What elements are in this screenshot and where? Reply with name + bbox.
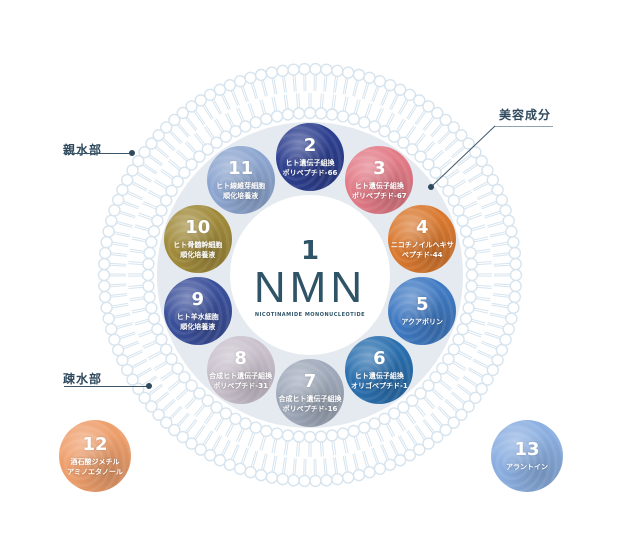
ingredient-text: 3 ヒト遺伝子組換ポリペプチド-67 [352, 157, 407, 201]
ingredient-name-line1: 酒石酸ジメチル [70, 458, 120, 466]
leader-line-beauty-h [495, 126, 553, 127]
ingredient-text: 5 アクアポリン [401, 295, 443, 327]
ingredient-text: 12 酒石酸ジメチルアミノエタノール [67, 435, 123, 477]
ingredient-name-line2: ポリペプチド-16 [282, 405, 338, 413]
ingredient-number: 5 [415, 294, 429, 316]
ingredient-text: 10 ヒト骨髄幹細胞順化培養液 [173, 216, 223, 260]
leader-dot-hydrophilic [129, 150, 135, 156]
center-title: NMN [253, 262, 367, 312]
ingredient-text: 2 ヒト遺伝子組換ポリペプチド-66 [283, 136, 338, 178]
center-subtitle: NICOTINAMIDE MONONUCLEOTIDE [254, 311, 366, 318]
center-nmn-disc: 1 NMN NICOTINAMIDE MONONUCLEOTIDE [230, 195, 390, 355]
ingredient-number: 12 [82, 434, 108, 455]
ingredient-name-line1: ヒト線維芽細胞 [216, 181, 266, 190]
ingredient-name-line2: ペプチド-44 [401, 250, 443, 259]
ingredient-name-line1: ヒト遺伝子組換 [354, 181, 404, 190]
ingredient-name-line2: ポリペプチド-66 [282, 169, 338, 177]
ingredient-name-line1: アラントイン [506, 463, 548, 471]
ingredient-number: 10 [185, 216, 211, 238]
ingredient-name-line1: 合成ヒト遺伝子組換 [209, 372, 273, 381]
ingredient-number: 9 [191, 289, 205, 311]
leader-dot-beauty [428, 184, 434, 190]
ingredient-number: 11 [228, 157, 254, 179]
ingredient-name-line2: 順化培養液 [180, 250, 216, 259]
ingredient-number: 7 [303, 371, 317, 392]
ingredient-name-line2: 順化培養液 [180, 323, 216, 332]
ingredient-number: 6 [373, 348, 386, 370]
ingredient-number: 4 [415, 216, 429, 238]
label-beauty-ingredients: 美容成分 [499, 108, 552, 122]
ingredient-name-line1: ニコチノイルヘキサ [390, 240, 454, 249]
leader-line-hydrophilic [64, 153, 132, 154]
ingredient-name-line2: オリゴペプチド-1 [350, 382, 408, 391]
ingredient-name-line1: ヒト骨髄幹細胞 [173, 240, 223, 249]
ingredient-text: 8 合成ヒト遺伝子組換ポリペプチド-31 [209, 349, 272, 391]
ingredient-name-line2: アミノエタノール [67, 468, 123, 476]
ingredient-name-line1: ヒト遺伝子組換 [285, 159, 335, 167]
ingredient-name-line1: ヒト羊水細胞 [176, 313, 219, 322]
label-hydrophobic: 疎水部 [63, 372, 103, 386]
ingredient-text: 9 ヒト羊水細胞順化培養液 [177, 290, 219, 332]
ingredient-name-line2: ポリペプチド-31 [213, 382, 268, 391]
ingredient-text: 7 合成ヒト遺伝子組換ポリペプチド-16 [279, 372, 342, 414]
ingredient-number: 2 [303, 135, 317, 156]
ingredient-text: 6 ヒト遺伝子組換オリゴペプチド-1 [351, 349, 408, 391]
leader-dot-hydrophobic [146, 383, 152, 389]
ingredient-number: 13 [514, 439, 540, 460]
ingredient-name-line1: 合成ヒト遺伝子組換 [278, 395, 342, 403]
ingredient-name-line1: ヒト遺伝子組換 [354, 372, 404, 381]
ingredient-number: 3 [373, 157, 386, 179]
ingredient-name-line2: 順化培養液 [223, 191, 259, 200]
ingredient-name-line2: ポリペプチド-67 [352, 191, 407, 200]
center-number: 1 [300, 235, 320, 266]
ingredient-text: 13 アラントイン [506, 440, 548, 472]
ingredient-text: 11 ヒト線維芽細胞順化培養液 [216, 157, 266, 201]
ingredient-number: 8 [234, 348, 247, 370]
leader-line-hydrophobic [64, 386, 150, 387]
ingredient-text: 4 ニコチノイルヘキサペプチド-44 [390, 216, 454, 260]
ingredient-name-line1: アクアポリン [401, 318, 444, 327]
